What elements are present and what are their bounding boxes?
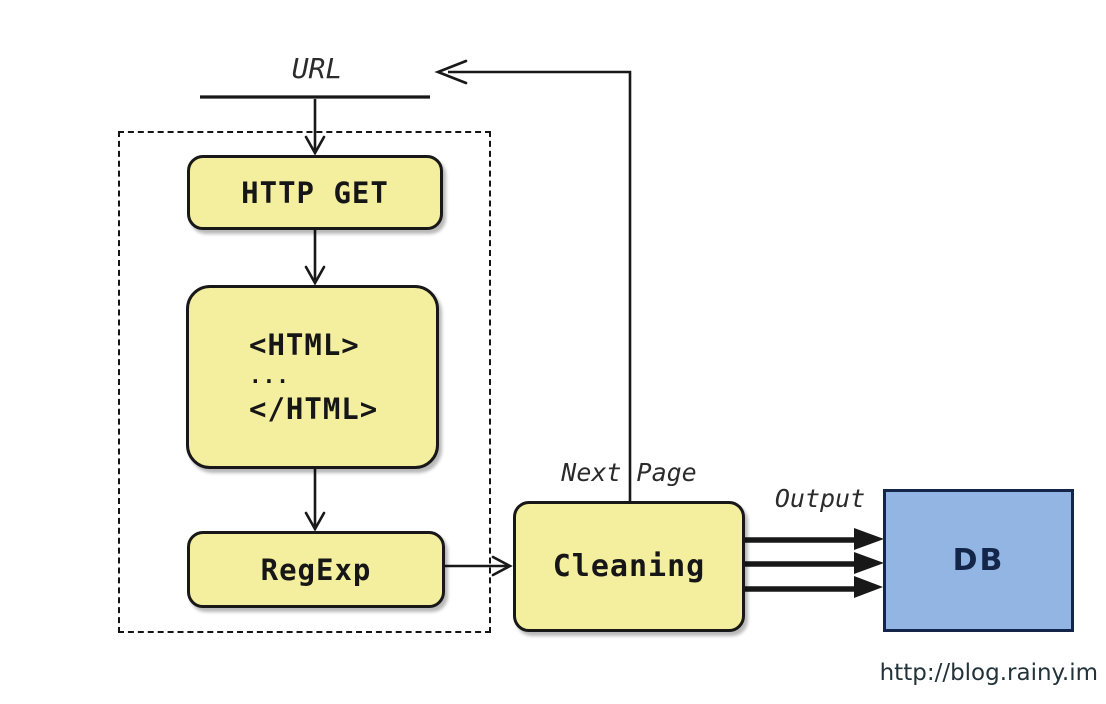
node-regexp: RegExp (187, 531, 445, 608)
credit-url: http://blog.rainy.im (879, 660, 1098, 686)
arrow-output-1 (741, 528, 884, 550)
html-close-tag: </HTML> (249, 391, 379, 426)
arrow-output-3 (741, 576, 883, 598)
node-http-get-label: HTTP GET (241, 175, 389, 210)
node-db-label: DB (952, 543, 1005, 578)
next-page-label: Next Page (561, 458, 697, 487)
output-label: Output (774, 484, 866, 513)
node-regexp-label: RegExp (260, 552, 372, 587)
html-open-tag: <HTML> (249, 328, 360, 363)
node-db: DB (883, 489, 1074, 632)
node-cleaning-label: Cleaning (552, 549, 706, 584)
url-label: URL (291, 52, 343, 85)
node-http-get: HTTP GET (187, 155, 443, 230)
node-html-document: <HTML> ... </HTML> (186, 285, 439, 469)
arrow-output-2 (741, 552, 884, 574)
html-ellipsis: ... (249, 364, 290, 389)
node-cleaning: Cleaning (513, 501, 745, 632)
